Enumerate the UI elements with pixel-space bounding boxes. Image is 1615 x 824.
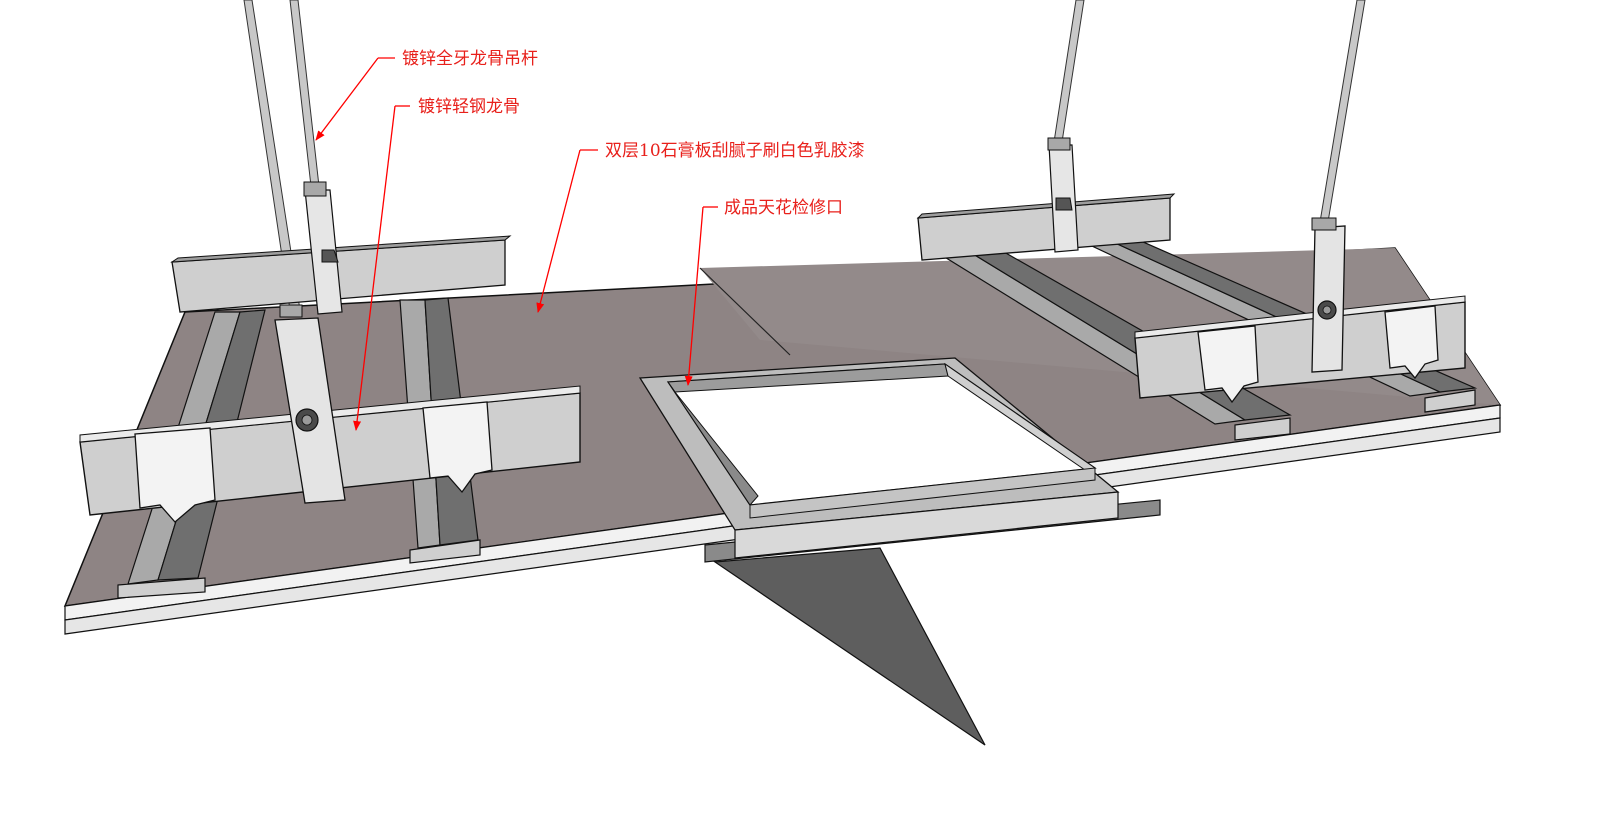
access-hatch-assembly xyxy=(638,357,1161,746)
hatch-door-leaf xyxy=(713,547,986,746)
main-carrier-right-back xyxy=(916,137,1176,261)
annotation-access-hatch: 成品天花检修口 xyxy=(684,198,843,386)
label-steel-keel: 镀锌轻钢龙骨 xyxy=(418,97,520,117)
annotation-gypsum-board: 双层10石膏板刮腻子刷白色乳胶漆 xyxy=(536,140,865,313)
main-carrier-left-back xyxy=(170,181,512,318)
annotation-hanger-rod: 镀锌全牙龙骨吊杆 xyxy=(315,49,538,141)
annotation-steel-keel: 镀锌轻钢龙骨 xyxy=(353,97,520,431)
main-carrier-left-front xyxy=(79,317,581,523)
hanger-rods xyxy=(243,0,1366,311)
hanger-clip-1 xyxy=(134,427,216,523)
label-hanger-rod: 镀锌全牙龙骨吊杆 xyxy=(402,49,538,69)
hanger-clip-2 xyxy=(422,401,493,494)
board-seam xyxy=(699,267,791,356)
main-carrier-right-front xyxy=(1134,217,1466,404)
label-access-hatch: 成品天花检修口 xyxy=(724,198,843,218)
label-gypsum-board: 双层10石膏板刮腻子刷白色乳胶漆 xyxy=(605,140,865,161)
